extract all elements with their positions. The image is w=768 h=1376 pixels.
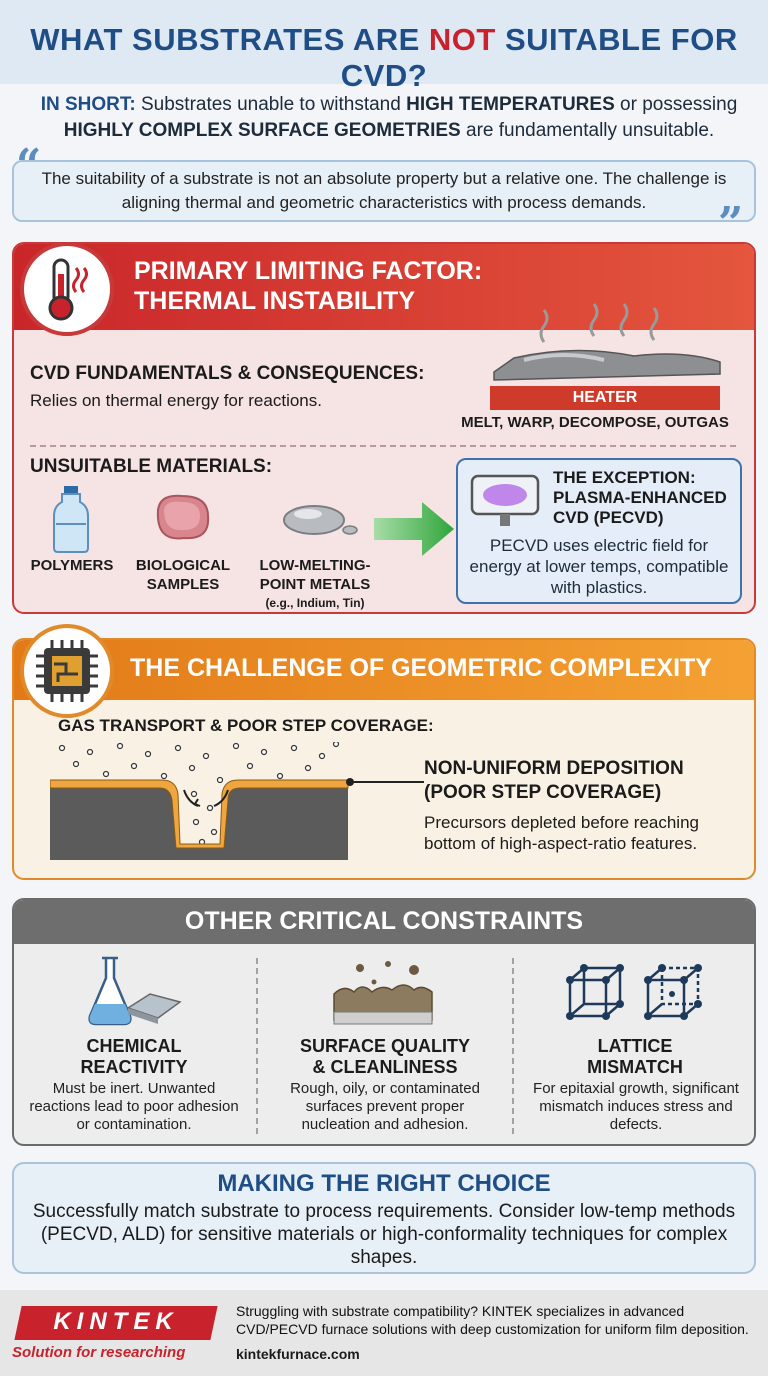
non-uniform-heading: NON-UNIFORM DEPOSITION(POOR STEP COVERAG… xyxy=(424,758,684,803)
warped-substrate-icon xyxy=(493,303,721,381)
quote-text: The suitability of a substrate is not an… xyxy=(41,169,727,212)
surface-quality-title: SURFACE QUALITY& CLEANLINESS xyxy=(299,1036,470,1077)
other-header-band xyxy=(14,900,754,944)
flask-icon xyxy=(88,956,182,1026)
rough-surface-icon xyxy=(333,961,433,1025)
thermal-header-band xyxy=(14,244,754,330)
header-band xyxy=(0,0,768,84)
column-divider xyxy=(512,958,514,1134)
heater-label: HEATER xyxy=(490,386,720,410)
footer-text: Struggling with substrate compatibility?… xyxy=(236,1303,749,1337)
lattice-mismatch-text: For epitaxial growth, significant mismat… xyxy=(533,1080,739,1133)
exception-body: PECVD uses electric field for energy at … xyxy=(469,536,729,597)
thermal-effects: MELT, WARP, DECOMPOSE, OUTGAS xyxy=(461,414,729,431)
right-choice-title: MAKING THE RIGHT CHOICE xyxy=(217,1170,551,1197)
page-title: WHAT SUBSTRATES ARE NOT SUITABLE FOR CVD… xyxy=(30,22,738,93)
step-coverage-diagram xyxy=(50,742,424,860)
bottle-icon xyxy=(53,486,89,553)
other-title: OTHER CRITICAL CONSTRAINTS xyxy=(184,907,584,935)
non-uniform-text: Precursors depleted before reaching bott… xyxy=(424,813,699,853)
gas-transport-heading: GAS TRANSPORT & POOR STEP COVERAGE: xyxy=(58,716,434,735)
thermometer-icon xyxy=(20,242,114,336)
column-divider xyxy=(256,958,258,1134)
material-label-polymers: POLYMERS xyxy=(30,557,114,574)
material-label-metals: LOW-MELTING-POINT METALS(e.g., Indium, T… xyxy=(259,557,371,610)
right-choice-box xyxy=(12,1162,756,1274)
thermal-title: PRIMARY LIMITING FACTOR:THERMAL INSTABIL… xyxy=(134,257,483,315)
geometric-title: THE CHALLENGE OF GEOMETRIC COMPLEXITY xyxy=(130,654,712,682)
logo-tagline: Solution for researching xyxy=(12,1344,186,1361)
chemical-reactivity-text: Must be inert. Unwanted reactions lead t… xyxy=(29,1080,239,1133)
right-arrow-icon xyxy=(374,502,454,556)
microchip-icon xyxy=(20,624,114,718)
fundamentals-text: Relies on thermal energy for reactions. xyxy=(30,391,322,410)
fundamentals-heading: CVD FUNDAMENTALS & CONSEQUENCES: xyxy=(30,363,425,384)
unsuitable-heading: UNSUITABLE MATERIALS: xyxy=(30,456,273,477)
surface-quality-text: Rough, oily, or contaminated surfaces pr… xyxy=(290,1080,480,1133)
molten-metal-icon xyxy=(283,505,358,535)
lattice-icon xyxy=(566,964,702,1020)
close-quote-icon: ” xyxy=(718,198,744,249)
divider xyxy=(30,445,736,447)
geometric-header-band xyxy=(14,640,754,700)
footer-url-link[interactable]: kintekfurnace.com xyxy=(236,1346,360,1362)
tissue-icon xyxy=(156,494,210,540)
plasma-chamber-icon xyxy=(470,474,540,526)
in-short-summary: IN SHORT: Substrates unable to withstand… xyxy=(40,94,738,141)
title-not-word: NOT xyxy=(428,22,496,57)
quote-box xyxy=(12,160,756,222)
kintek-logo-text: KINTEK xyxy=(53,1308,179,1335)
open-quote-icon: “ xyxy=(16,140,42,191)
right-choice-text: Successfully match substrate to process … xyxy=(32,1201,736,1268)
